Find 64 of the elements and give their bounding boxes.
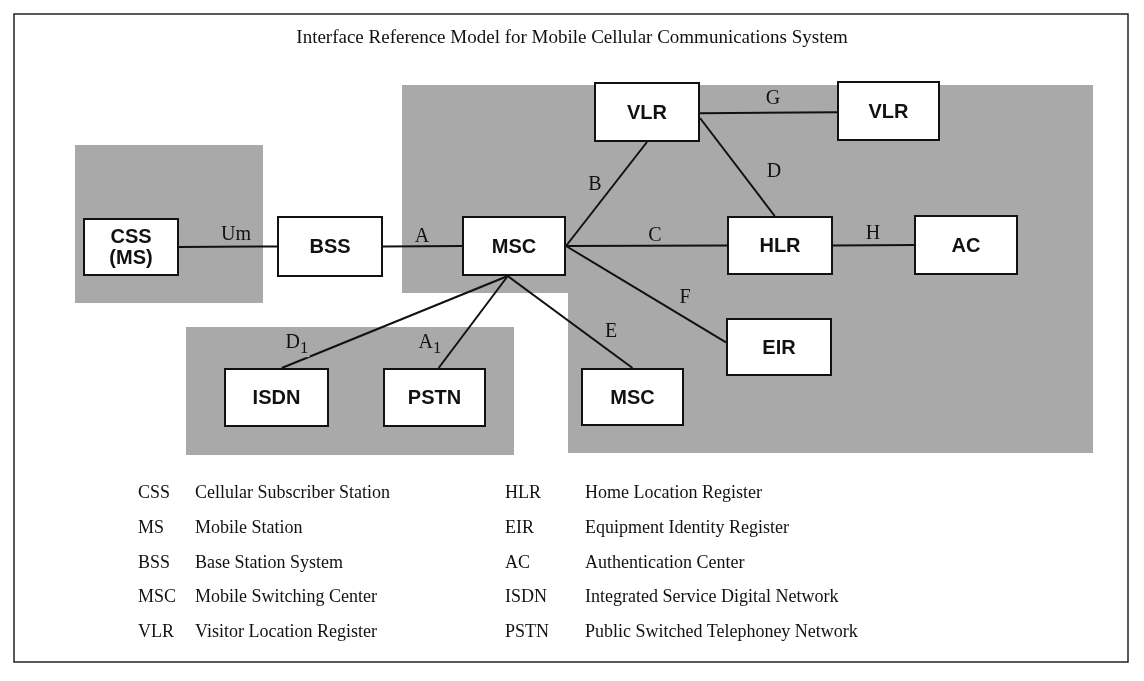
edge-label: E (603, 320, 619, 340)
abbreviation-text: CSS (138, 482, 171, 503)
entity-box (837, 81, 940, 141)
node-label: CSS (MS) (108, 226, 154, 268)
entity-box (277, 216, 383, 277)
definition-text: Visitor Location Register (195, 621, 377, 642)
connector-line (506, 275, 634, 369)
abbreviation-text: PSTN (505, 621, 549, 642)
node-label: BSS (309, 236, 351, 257)
definition-text: Cellular Subscriber Station (195, 482, 390, 503)
edge-label: C (647, 224, 663, 244)
entity-box (83, 218, 179, 276)
edge-label: F (678, 286, 692, 306)
definition-text: Authentication Center (585, 552, 745, 573)
definition-text: Public Switched Telephoney Network (585, 621, 858, 642)
definition-text: Base Station System (195, 552, 343, 573)
definition-text: Home Location Register (585, 482, 762, 503)
connector-line (280, 275, 509, 369)
abbreviation-text: AC (505, 552, 530, 573)
connector-line (565, 245, 727, 344)
entity-box (914, 215, 1018, 275)
diagram-title: Interface Reference Model for Mobile Cellular Communications System (295, 26, 849, 48)
node-label: VLR (627, 101, 667, 123)
entity-box (224, 368, 329, 427)
connector-line (437, 275, 509, 369)
abbreviation-text: VLR (138, 621, 174, 642)
connector-line (565, 141, 648, 247)
node-label: PSTN (407, 387, 462, 408)
entity-box (727, 216, 833, 275)
node-label: MSC (610, 386, 655, 408)
node-label: ISDN (252, 387, 301, 408)
entity-box (581, 368, 684, 426)
edge-label: B (587, 173, 603, 193)
entity-box (594, 82, 700, 142)
definition-text: Equipment Identity Register (585, 517, 789, 538)
edge-label: G (764, 87, 782, 107)
definition-text: Mobile Switching Center (195, 586, 377, 607)
abbreviation-text: ISDN (505, 586, 547, 607)
edge-label: H (864, 222, 882, 242)
edge-label: D$_{1}$ (284, 331, 310, 357)
node-label: MSC (491, 235, 537, 257)
edge-label: Um (220, 223, 252, 243)
entity-box (383, 368, 486, 427)
abbreviation-text: MS (138, 517, 164, 538)
connector-line (382, 245, 463, 248)
connector-line (178, 245, 278, 248)
entity-box (726, 318, 832, 376)
node-label: AC (951, 234, 981, 256)
node-label: EIR (762, 336, 796, 358)
edge-label: A (413, 225, 431, 245)
definition-text: Mobile Station (195, 517, 303, 538)
connector-line (699, 117, 776, 217)
node-label: HLR (759, 235, 801, 256)
connector-line (699, 111, 838, 115)
abbreviation-text: HLR (505, 482, 541, 503)
abbreviation-text: MSC (138, 586, 177, 607)
entity-box (462, 216, 566, 276)
connector-line (832, 244, 915, 247)
definition-text: Integrated Service Digital Network (585, 586, 839, 607)
connector-line (565, 244, 728, 247)
node-label: VLR (868, 100, 909, 122)
abbreviation-text: BSS (138, 552, 171, 573)
edge-label: D (765, 160, 783, 180)
abbreviation-text: EIR (505, 517, 534, 538)
